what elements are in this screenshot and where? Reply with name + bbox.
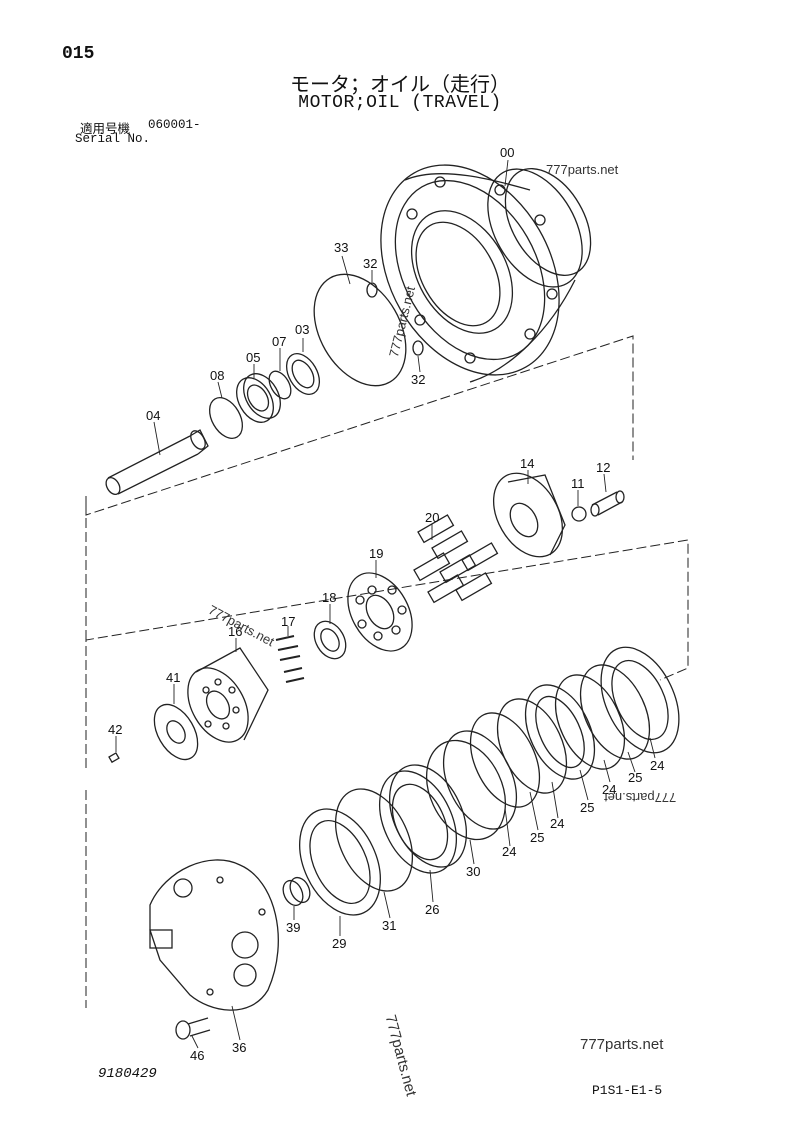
steel-ball [571, 506, 587, 522]
watermark: 777parts.net [580, 1036, 664, 1053]
callout-18: 18 [322, 590, 336, 605]
spring-set [275, 635, 305, 683]
page-title-english: MOTOR;OIL (TRAVEL) [298, 93, 502, 113]
callout-03: 03 [295, 322, 309, 337]
watermark: 777parts.net [546, 162, 619, 177]
callout-26: 26 [425, 902, 439, 917]
thrust-washer [299, 808, 381, 916]
shaft-bearing [236, 373, 281, 423]
callout-05: 05 [246, 350, 260, 365]
watermark: 777parts.net [604, 790, 677, 805]
snap-ring-large [208, 397, 244, 439]
small-o-ring-lower [412, 340, 424, 356]
drive-shaft [105, 429, 209, 496]
brake-o-ring [426, 739, 506, 841]
piston-o-ring [335, 788, 413, 892]
dowel-pin [108, 752, 120, 764]
needle-bearing [282, 876, 311, 907]
piston-set [413, 514, 499, 604]
callout-30: 30 [466, 864, 480, 879]
serial-label-japanese: 適用号機 [80, 121, 131, 136]
page-code: P1S1-E1-5 [592, 1083, 663, 1098]
guide-pin [590, 490, 625, 517]
oil-seal [285, 353, 321, 395]
callout-41: 41 [166, 670, 180, 685]
callout-32-lower: 32 [411, 372, 425, 387]
callout-07: 07 [272, 334, 286, 349]
serial-label-english: Serial No. [75, 132, 151, 146]
spherical-bushing [313, 620, 347, 660]
small-o-ring-upper [366, 282, 378, 298]
hex-bolt [175, 1017, 211, 1040]
snap-ring-small [268, 370, 292, 400]
motor-housing [380, 164, 592, 383]
brake-plate-stack [442, 646, 680, 830]
callout-25-b: 25 [580, 800, 594, 815]
callout-labels: 00 33 32 32 03 07 05 08 04 14 11 12 20 1… [108, 145, 664, 1063]
callout-36: 36 [232, 1040, 246, 1055]
callout-25-a: 25 [628, 770, 642, 785]
callout-20: 20 [425, 510, 439, 525]
callout-24-c: 24 [550, 816, 564, 831]
document-number: 9180429 [98, 1066, 157, 1082]
callout-29: 29 [332, 936, 346, 951]
callout-31: 31 [382, 918, 396, 933]
swash-plate [492, 472, 566, 558]
callout-00: 00 [500, 145, 514, 160]
large-o-ring [313, 273, 407, 387]
callout-11: 11 [571, 476, 585, 491]
callout-24-a: 24 [650, 758, 664, 773]
callout-25-c: 25 [530, 830, 544, 845]
callout-32-upper: 32 [363, 256, 377, 271]
callout-42: 42 [108, 722, 122, 737]
callout-14: 14 [520, 456, 534, 471]
callout-12: 12 [596, 460, 610, 475]
callout-04: 04 [146, 408, 160, 423]
callout-17: 17 [281, 614, 295, 629]
valve-plate [153, 703, 199, 761]
cylinder-block [187, 647, 269, 743]
page-title-japanese: モータ；オイル（走行） [290, 72, 510, 96]
serial-value: 060001- [148, 118, 201, 132]
callout-46: 46 [190, 1048, 204, 1063]
callout-leaders [115, 159, 656, 1049]
callout-33: 33 [334, 240, 348, 255]
callout-08: 08 [210, 368, 224, 383]
callout-24-d: 24 [502, 844, 516, 859]
rear-cover [149, 859, 279, 1011]
assembly-guide-lines [85, 335, 689, 1008]
brake-piston [379, 764, 467, 874]
callout-19: 19 [369, 546, 383, 561]
callout-16: 16 [228, 624, 242, 639]
retainer-plate [347, 572, 413, 652]
page-number: 015 [62, 44, 95, 64]
callout-24-b: 24 [602, 782, 616, 797]
callout-39: 39 [286, 920, 300, 935]
